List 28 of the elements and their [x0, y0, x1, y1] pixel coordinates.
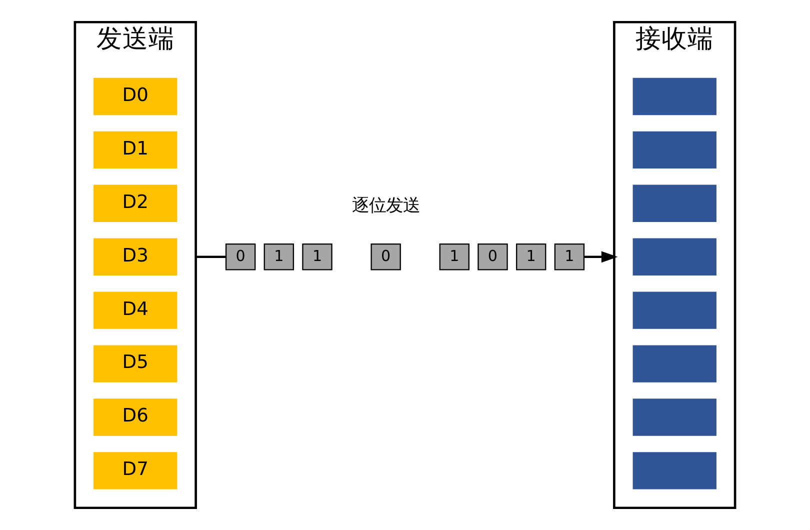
node-box: 0 [478, 244, 508, 270]
node-box: D6 [94, 398, 178, 436]
node-box: D3 [94, 238, 178, 276]
label: 逐位发送 [352, 196, 420, 216]
arrow [584, 251, 618, 263]
node-box: 0 [225, 244, 256, 270]
node-box [632, 452, 716, 490]
node-box: D7 [94, 452, 178, 490]
node-box: 1 [516, 244, 546, 270]
node-box: 0 [370, 244, 401, 270]
node-box [632, 238, 716, 276]
node-box: D2 [94, 184, 178, 222]
node-box: 1 [439, 244, 470, 270]
node-box [632, 131, 716, 169]
node-box [632, 78, 716, 116]
connector [196, 256, 226, 258]
node-box: D0 [94, 78, 178, 116]
node-box [632, 292, 716, 329]
node-box [632, 398, 716, 436]
node-box [632, 345, 716, 382]
cluster: 接收端 [613, 20, 736, 510]
node-box: 1 [554, 244, 585, 270]
node-box: D4 [94, 292, 178, 329]
node-box: 1 [302, 244, 332, 270]
node-box [632, 184, 716, 222]
node-box: D1 [94, 131, 178, 169]
node-box: 1 [264, 244, 294, 270]
node-box: D5 [94, 345, 178, 382]
